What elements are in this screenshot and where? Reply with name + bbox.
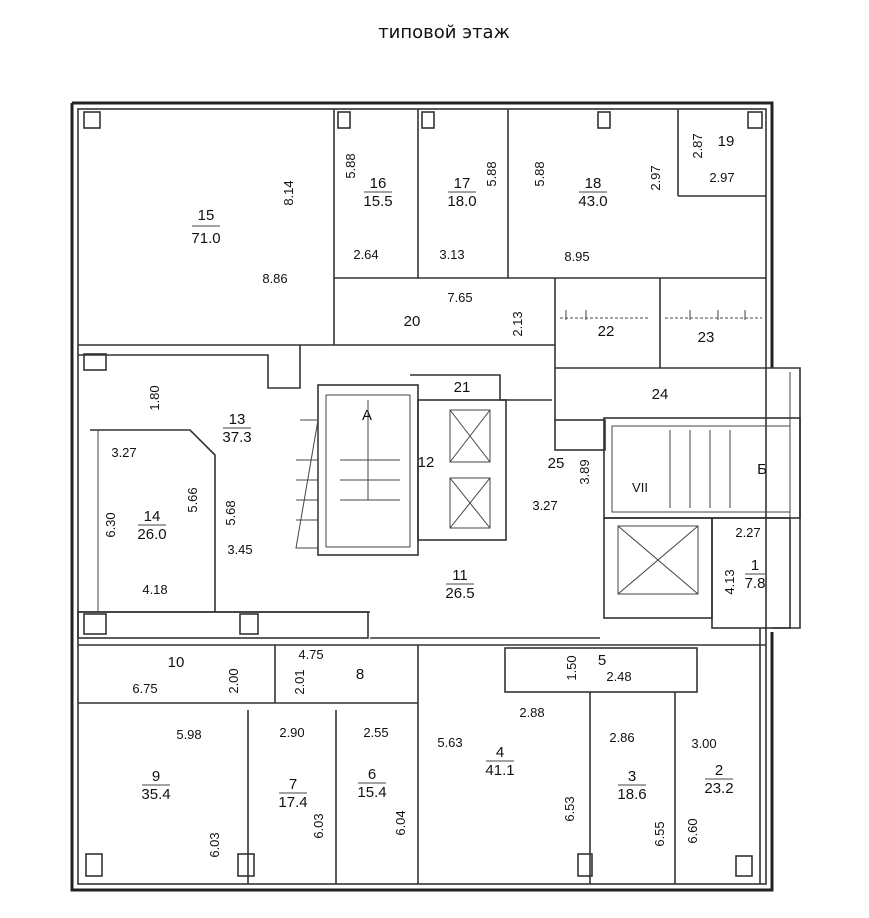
- dimension-label: 1.80: [147, 385, 162, 410]
- dimension-label: 6.03: [311, 813, 326, 838]
- dimension-labels: 8.14 8.86 5.88 2.64 3.13 5.88 5.88 8.95 …: [103, 133, 761, 857]
- room-number: 6: [368, 766, 376, 783]
- room-number: 12: [418, 454, 435, 471]
- room-number: 17: [454, 175, 471, 192]
- dimension-label: 4.18: [142, 582, 167, 597]
- stair-a-label: А: [362, 407, 372, 424]
- dimension-label: 2.97: [709, 170, 734, 185]
- room-number: 23: [698, 329, 715, 346]
- core-walls: [78, 345, 801, 629]
- room-number: 13: [229, 411, 246, 428]
- room-number: 25: [548, 455, 565, 472]
- dimension-label: 6.04: [393, 810, 408, 835]
- dimension-label: 2.00: [226, 668, 241, 693]
- stair-vii-label: VII: [632, 480, 648, 495]
- room-number: 7: [289, 776, 297, 793]
- dimension-label: 2.90: [279, 725, 304, 740]
- dimension-label: 3.27: [111, 445, 136, 460]
- dimension-label: 5.88: [343, 153, 358, 178]
- room-area: 7.8: [745, 575, 766, 592]
- room-number: 2: [715, 762, 723, 779]
- dimension-label: 2.64: [353, 247, 378, 262]
- top-row-walls: [78, 109, 772, 420]
- room-area: 17.4: [278, 794, 307, 811]
- room-number: 14: [144, 508, 161, 525]
- dimension-label: 6.53: [562, 796, 577, 821]
- dimension-label: 5.63: [437, 735, 462, 750]
- dimension-label: 6.03: [207, 832, 222, 857]
- dimension-label: 2.87: [690, 133, 705, 158]
- room-area: 35.4: [141, 786, 170, 803]
- dimension-label: 2.88: [519, 705, 544, 720]
- dimension-label: 2.27: [735, 525, 760, 540]
- room-area: 41.1: [485, 762, 514, 779]
- bottom-row-walls: [247, 628, 761, 884]
- room-number: 4: [496, 744, 504, 761]
- dimension-label: 3.45: [227, 542, 252, 557]
- dimension-label: 2.48: [606, 669, 631, 684]
- lower-band-walls: [78, 644, 766, 884]
- outer-walls: [70, 101, 801, 892]
- dimension-label: 3.00: [691, 736, 716, 751]
- dimension-label: 2.13: [510, 311, 525, 336]
- room-area: 15.5: [363, 193, 392, 210]
- room-number: 22: [598, 323, 615, 340]
- room-number: 16: [370, 175, 387, 192]
- room-area: 23.2: [704, 780, 733, 797]
- room-number: 10: [168, 654, 185, 671]
- room-number: 21: [454, 379, 471, 396]
- room-number: 3: [628, 768, 636, 785]
- dimension-label: 3.89: [577, 459, 592, 484]
- dimension-label: 6.75: [132, 681, 157, 696]
- plan-title: типовой этаж: [378, 22, 510, 43]
- room-number: 20: [404, 313, 421, 330]
- room-number: 15: [198, 207, 215, 224]
- dimension-label: 2.86: [609, 730, 634, 745]
- middle-left-walls: [77, 429, 600, 639]
- room-area: 43.0: [578, 193, 607, 210]
- dimension-label: 8.95: [564, 249, 589, 264]
- room-area: 18.6: [617, 786, 646, 803]
- dimension-label: 4.75: [298, 647, 323, 662]
- room-fraction-bars: [138, 191, 765, 794]
- room-number: 9: [152, 768, 160, 785]
- dimension-label: 6.60: [685, 818, 700, 843]
- dimension-label: 5.88: [532, 161, 547, 186]
- dimension-label: 2.97: [648, 165, 663, 190]
- dimension-label: 7.65: [447, 290, 472, 305]
- room-area: 18.0: [447, 193, 476, 210]
- dimension-label: 8.14: [281, 180, 296, 205]
- room-area: 26.5: [445, 585, 474, 602]
- dimension-label: 5.68: [223, 500, 238, 525]
- room-number: 18: [585, 175, 602, 192]
- room-number: 1: [751, 557, 759, 574]
- dimension-label: 5.88: [484, 161, 499, 186]
- dimension-label: 6.30: [103, 512, 118, 537]
- dimension-label: 8.86: [262, 271, 287, 286]
- room-labels: 15 71.0 16 15.5 17 18.0 18 43.0 19 20 21…: [137, 133, 765, 811]
- room-area: 15.4: [357, 784, 386, 801]
- room-area: 71.0: [191, 230, 220, 247]
- dimension-label: 5.66: [185, 487, 200, 512]
- dimension-label: 1.50: [564, 655, 579, 680]
- dimension-label: 4.13: [722, 569, 737, 594]
- dimension-label: 5.98: [176, 727, 201, 742]
- dimension-label: 3.27: [532, 498, 557, 513]
- room-number: 8: [356, 666, 364, 683]
- stair-b-label: Б: [757, 461, 767, 478]
- room-area: 26.0: [137, 526, 166, 543]
- room-number: 24: [652, 386, 669, 403]
- dimension-label: 6.55: [652, 821, 667, 846]
- dimension-label: 2.55: [363, 725, 388, 740]
- room-number: 5: [598, 652, 606, 669]
- room-number: 19: [718, 133, 735, 150]
- dimension-label: 2.01: [292, 669, 307, 694]
- dimension-label: 3.13: [439, 247, 464, 262]
- room-number: 11: [452, 567, 468, 584]
- columns: [83, 111, 763, 877]
- room-area: 37.3: [222, 429, 251, 446]
